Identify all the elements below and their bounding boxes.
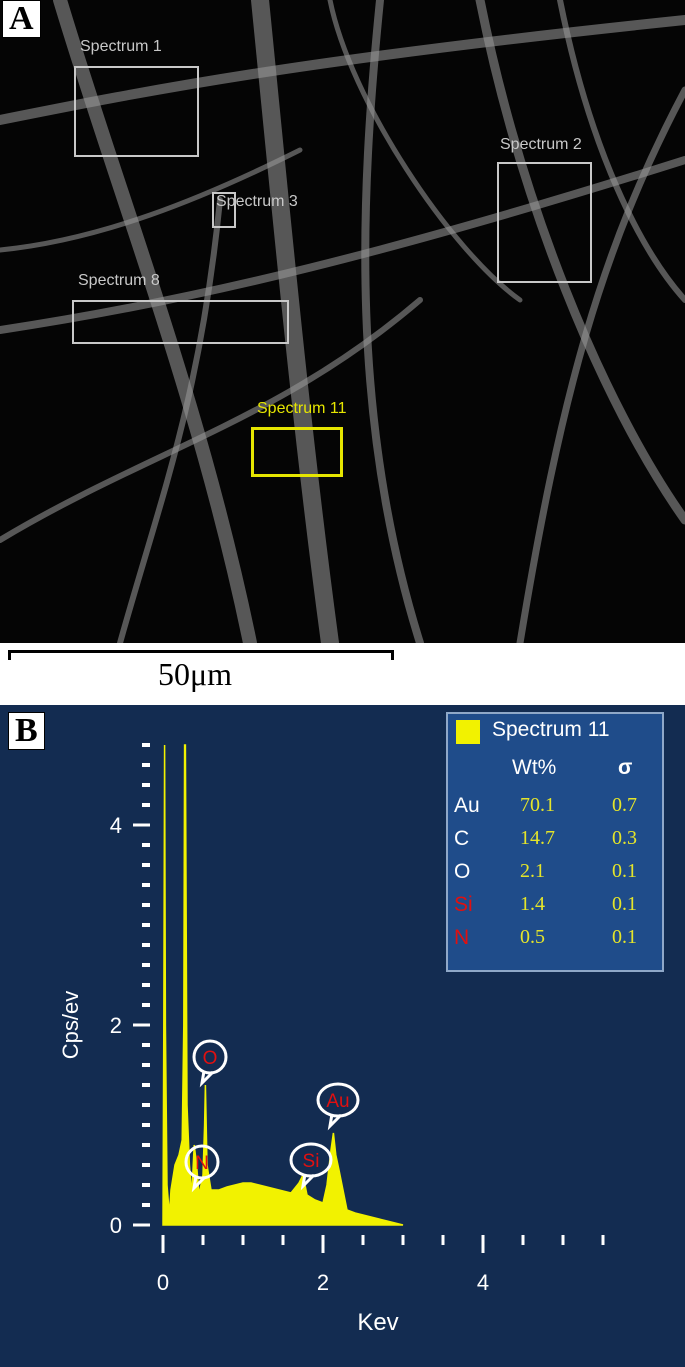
region-box bbox=[212, 192, 236, 228]
y-tick-label: 4 bbox=[110, 813, 122, 838]
legend-element: N bbox=[454, 926, 470, 949]
region-label: Spectrum 2 bbox=[500, 136, 582, 153]
region-label: Spectrum 11 bbox=[257, 400, 347, 417]
annotation-label: N bbox=[195, 1153, 209, 1174]
col-wt-header: Wt% bbox=[512, 756, 557, 779]
region-label: Spectrum 1 bbox=[80, 38, 162, 55]
legend-element: C bbox=[454, 827, 470, 850]
scale-bar-label: 50μm bbox=[158, 656, 233, 692]
legend-wt: 0.5 bbox=[520, 926, 545, 948]
legend-wt: 1.4 bbox=[520, 893, 545, 915]
x-tick-label: 2 bbox=[317, 1270, 329, 1295]
x-tick-label: 0 bbox=[157, 1270, 169, 1295]
annotation-label: Si bbox=[303, 1151, 320, 1172]
annotation-pointer bbox=[300, 1173, 316, 1191]
annotation-label: Au bbox=[326, 1091, 349, 1112]
region-box-selected bbox=[251, 427, 343, 477]
legend-sigma: 0.3 bbox=[612, 827, 637, 849]
y-tick-label: 0 bbox=[110, 1213, 122, 1238]
region-label: Spectrum 8 bbox=[78, 272, 160, 289]
legend-sigma: 0.7 bbox=[612, 794, 637, 816]
region-box bbox=[497, 162, 592, 283]
nanofiber-texture bbox=[0, 0, 685, 643]
spectrum-area bbox=[162, 744, 404, 1226]
annotation-label: O bbox=[203, 1048, 218, 1069]
region-box bbox=[72, 300, 289, 344]
panel-b-label: B bbox=[8, 712, 45, 750]
legend-title: Spectrum 11 bbox=[492, 718, 610, 741]
annotation-pointer bbox=[327, 1113, 343, 1131]
col-sigma-header: σ bbox=[618, 756, 633, 779]
legend-sigma: 0.1 bbox=[612, 860, 637, 882]
region-label: Spectrum 3 bbox=[216, 193, 298, 210]
region-box bbox=[74, 66, 199, 157]
legend-element: Au bbox=[454, 794, 480, 817]
legend-wt: 2.1 bbox=[520, 860, 545, 882]
scale-bar bbox=[8, 650, 394, 660]
legend-element: O bbox=[454, 860, 471, 883]
x-tick-label: 4 bbox=[477, 1270, 489, 1295]
x-axis-label: Kev bbox=[357, 1309, 398, 1336]
y-tick-label: 2 bbox=[110, 1013, 122, 1038]
legend-sigma: 0.1 bbox=[612, 926, 637, 948]
annotation-pointer bbox=[191, 1175, 207, 1193]
y-axis-label: Cps/ev bbox=[58, 991, 83, 1059]
legend-swatch bbox=[456, 720, 480, 744]
legend-element: Si bbox=[454, 893, 473, 916]
legend-wt: 70.1 bbox=[520, 794, 555, 816]
panel-a-label: A bbox=[2, 0, 41, 38]
legend-wt: 14.7 bbox=[520, 827, 555, 849]
sem-image: A Spectrum 1 Spectrum 2 Spectrum 3 Spect… bbox=[0, 0, 685, 643]
annotation-pointer bbox=[199, 1070, 215, 1088]
legend-sigma: 0.1 bbox=[612, 893, 637, 915]
